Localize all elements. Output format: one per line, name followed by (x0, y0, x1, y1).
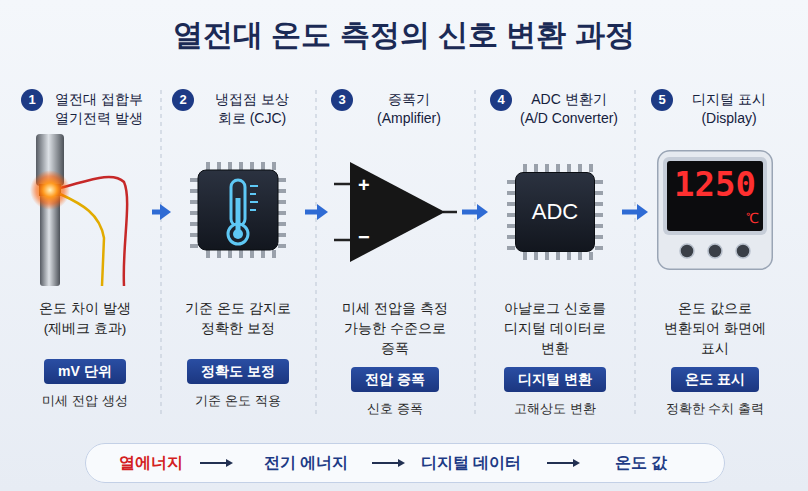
flow-band-ground-part (85, 443, 725, 483)
thermocouple-probe-part (60, 177, 127, 286)
flow-arrow (305, 204, 328, 220)
stage-note: 고해상도 변환 (489, 400, 621, 417)
chip-pins (190, 162, 286, 258)
callout-number: 1 (28, 89, 35, 111)
arrow-shaft (462, 210, 479, 215)
cjc-chip-part (198, 170, 278, 250)
pin-sign: + (358, 174, 370, 196)
display-housing (658, 151, 773, 270)
stage-tag: 온도 표시 (671, 367, 759, 392)
stage-tag: 전압 증폭 (351, 367, 439, 392)
display-unit: 1250 ℃ (657, 150, 773, 270)
display-unit-sign: ℃ (746, 210, 759, 227)
stage-column: 증폭기 (Amplifier) 미세 전압을 측정 가능한 수준으로 증폭신호 증… (329, 85, 461, 415)
arrow-shaft (622, 210, 639, 215)
arrow-shaft (305, 210, 319, 215)
stage-description: 온도 차이 발생 (제베크 효과) (19, 299, 151, 339)
stage-column: 열전대 접합부 열기전력 발생온도 차이 발생 (제베크 효과) 미세 전압 생성… (19, 85, 151, 415)
stage-column: 냉접점 보상 회로 (CJC) 기준 온도 감지로 정확한 보정기준 온도 적용 2… (172, 85, 304, 415)
flow-band: 열에너지 전기 에너지 디지털 데이터 온도 값 (85, 443, 725, 483)
flow-step: 전기 에너지 (264, 453, 348, 473)
cjc-chip-part (233, 229, 243, 239)
stage-heading: 냉접점 보상 회로 (CJC) (200, 90, 304, 128)
chip-pins (507, 164, 603, 260)
step-number: 5 (651, 89, 673, 111)
stage-note: 정확한 수치 출력 (649, 400, 781, 417)
step-number: 4 (490, 89, 512, 111)
stage-tag: 디지털 변환 (504, 367, 606, 392)
display-button (736, 244, 750, 258)
display-screen (667, 161, 763, 231)
thermocouple-probe (30, 134, 127, 286)
stage-note: 기준 온도 적용 (172, 392, 304, 409)
pin-sign: − (358, 226, 370, 248)
column-divider (161, 90, 635, 415)
flow-band-ground (85, 443, 725, 483)
display-button (680, 244, 694, 258)
flow-arrow (462, 204, 488, 220)
tag-text: 정확도 보정 (201, 362, 275, 381)
thermocouple-probe-part (60, 194, 104, 286)
tag-text: 온도 표시 (685, 370, 745, 389)
column-divider-part (160, 90, 161, 415)
stage-heading: ADC 변환기 (A/D Converter) (518, 90, 620, 128)
flow-arrow (152, 204, 171, 220)
stage-tag: mV 단위 (44, 359, 126, 384)
tag-text: 디지털 변환 (518, 370, 592, 389)
adc-pins (507, 164, 603, 260)
callout-number: 3 (338, 89, 345, 111)
stage-description: 온도 값으로 변환되어 화면에 표시 (649, 299, 781, 359)
column-divider-part (474, 90, 475, 415)
amplifier-triangle (350, 162, 445, 262)
flow-step: 열에너지 (119, 453, 183, 473)
stage-description: 미세 전압을 측정 가능한 수준으로 증폭 (329, 299, 461, 359)
tag-text: 전압 증폭 (365, 370, 425, 389)
cjc-chip-part (250, 186, 258, 210)
amplifier-symbol: +− (350, 162, 445, 262)
diagram-title: 열전대 온도 측정의 신호 변환 과정 (0, 16, 808, 54)
column-divider-part (634, 90, 635, 415)
callout-number: 5 (658, 89, 665, 111)
arrow-head (160, 204, 171, 220)
stage-heading: 열전대 접합부 열기전력 발생 (49, 90, 149, 128)
callout-number: 2 (179, 89, 186, 111)
cjc-chip-part (236, 198, 241, 232)
stage-note: 신호 증폭 (329, 400, 461, 417)
display-reading: 1250 (674, 164, 756, 204)
step-number: 2 (172, 89, 194, 111)
stage-description: 아날로그 신호를 디지털 데이터로 변환 (489, 299, 621, 359)
chip-label: ADC (532, 199, 578, 225)
flow-step: 디지털 데이터 (421, 453, 521, 473)
thermocouple-probe-part (30, 170, 70, 210)
stage-tag: 정확도 보정 (187, 359, 289, 384)
arrow-head (637, 204, 648, 220)
stage-heading: 증폭기 (Amplifier) (359, 90, 459, 128)
cjc-chip (190, 162, 286, 258)
stage-description: 기준 온도 감지로 정확한 보정 (172, 299, 304, 339)
display-button (708, 244, 722, 258)
stage-note: 미세 전압 생성 (19, 392, 151, 409)
flow-step: 온도 값 (615, 453, 667, 473)
stage-heading: 디지털 표시 (Display) (679, 90, 779, 128)
column-divider-part (315, 90, 316, 415)
stage-column: 디지털 표시 (Display) 온도 값으로 변환되어 화면에 표시정확한 수치… (649, 85, 781, 415)
arrow-head (477, 204, 488, 220)
display-bezel (663, 157, 767, 235)
arrow-head (317, 204, 328, 220)
adc-chip: ADC (515, 172, 595, 252)
step-number: 1 (21, 89, 43, 111)
flow-arrow (622, 204, 648, 220)
callout-number: 4 (497, 89, 504, 111)
stage-column: ADC 변환기 (A/D Converter) 아날로그 신호를 디지털 데이터로… (489, 85, 621, 415)
step-number: 3 (331, 89, 353, 111)
tag-text: mV 단위 (58, 362, 112, 381)
